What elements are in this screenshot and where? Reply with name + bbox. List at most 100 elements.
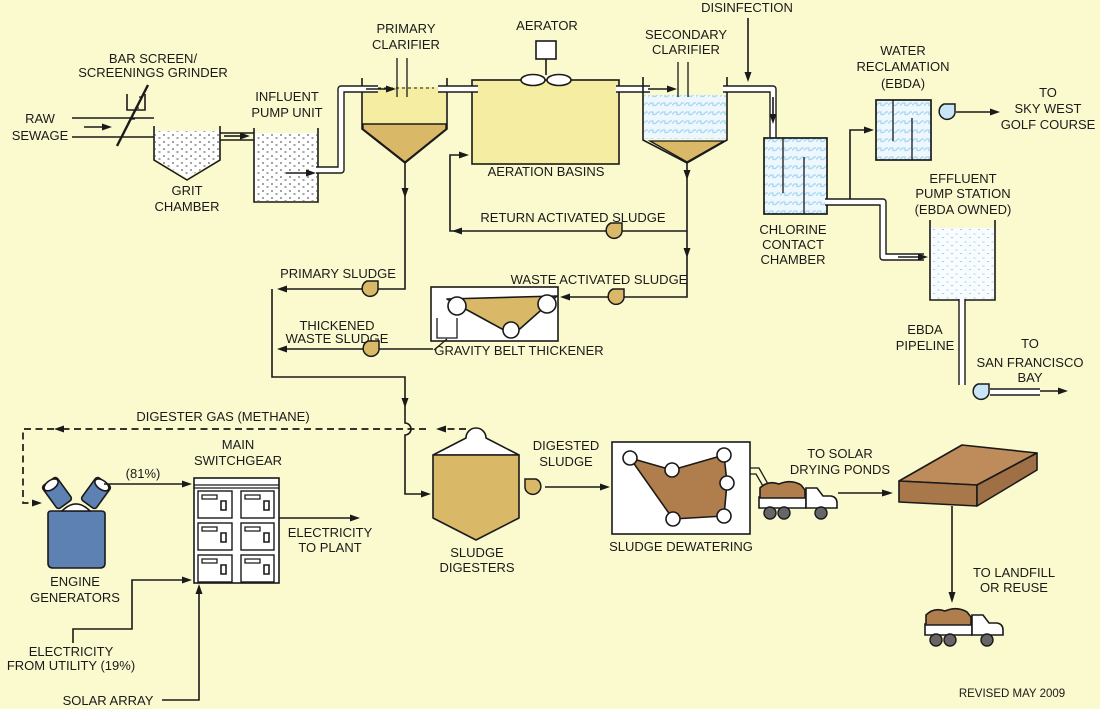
arrowhead (744, 72, 752, 82)
sf-bay-label: BAY (1017, 370, 1042, 385)
arrowhead (683, 248, 691, 258)
discharge-hopper (436, 318, 458, 339)
arrowhead (864, 126, 874, 134)
chlorine-contact-label: CONTACT (762, 237, 824, 252)
golf-course-label: SKY WEST (1015, 101, 1082, 116)
primary-sludge-label: PRIMARY SLUDGE (280, 266, 396, 281)
electricity-to-plant-label: TO PLANT (298, 540, 361, 555)
discharge-chute (750, 467, 769, 487)
arrowhead (386, 85, 396, 93)
raw-sewage-label: RAW (25, 111, 56, 126)
pump-icon (972, 383, 990, 401)
roller-icon (716, 447, 732, 463)
sludge-digesters-label: DIGESTERS (439, 560, 514, 575)
primary-clarifier: PRIMARY CLARIFIER (361, 21, 448, 165)
electricity-to-plant-label: ELECTRICITY (288, 525, 373, 540)
sludge-collector-line (271, 289, 431, 498)
bar-screen-rake-icon (115, 84, 150, 147)
arrowhead (195, 584, 203, 594)
arrowhead (1058, 387, 1068, 395)
aerator-label: AERATOR (516, 18, 578, 33)
digested-sludge-label: DIGESTED (533, 438, 599, 453)
arrowhead (436, 425, 446, 433)
baffles (892, 100, 913, 160)
influent-pipe (316, 85, 396, 174)
disinfection-label: DISINFECTION (701, 0, 793, 15)
grit-chamber-contents (155, 131, 219, 178)
inlet-standpipes (396, 58, 408, 97)
roller-icon (502, 321, 520, 339)
main-switchgear-label: SWITCHGEAR (194, 453, 282, 468)
return-activated-sludge-line: RETURN ACTIVATED SLUDGE (449, 151, 687, 240)
arrowhead (882, 489, 893, 497)
digester-gas-label: DIGESTER GAS (METHANE) (136, 409, 309, 424)
ebda-pipeline-label: EBDA (907, 322, 943, 337)
solar-array-line: SOLAR ARRAY (63, 584, 203, 708)
arrowhead (306, 169, 316, 177)
solar-drying-ponds: TO LANDFILL OR REUSE (898, 444, 1055, 603)
water-reclamation-tank (875, 99, 932, 161)
generator-cylinder-icon (41, 476, 73, 510)
pump-icon (361, 280, 379, 298)
raw-sewage-label: SEWAGE (12, 128, 69, 143)
utility-power-line: ELECTRICITY FROM UTILITY (19%) (7, 576, 192, 673)
bar-screen: BAR SCREEN/ SCREENINGS GRINDER (78, 51, 228, 147)
secondary-clarifier-label: CLARIFIER (652, 42, 720, 57)
digester-body (432, 454, 520, 541)
engine-generators: ENGINE GENERATORS (30, 476, 120, 605)
ponds-slab-side (976, 452, 1038, 507)
arrowhead (102, 123, 112, 131)
generator-share-label: (81%) (126, 466, 161, 481)
primary-clarifier-liquid (363, 87, 446, 124)
ebda-pipeline-label: PIPELINE (896, 338, 955, 353)
generator-cylinder-icon (80, 476, 112, 510)
switchgear-panels (197, 490, 275, 583)
raw-sewage-inlet: RAW SEWAGE (12, 111, 154, 143)
arrowhead (769, 114, 777, 124)
roller-icon (719, 475, 735, 491)
sf-bay-label: SAN FRANCISCO (977, 355, 1084, 370)
arrowhead (32, 499, 42, 507)
chlorine-contact-chamber: CHLORINE CONTACT CHAMBER (759, 137, 828, 267)
thickener-belt (446, 295, 558, 336)
thickened-waste-sludge-label: THICKENED (299, 318, 374, 333)
gravity-belt-thickener-label: GRAVITY BELT THICKENER (434, 343, 603, 358)
arrowhead (182, 480, 192, 488)
secondary-clarifier: SECONDARY CLARIFIER (642, 27, 728, 164)
roller-icon (537, 294, 557, 314)
arrowhead (667, 85, 677, 93)
influent-pump-unit: INFLUENT PUMP UNIT (251, 89, 323, 203)
panel-switch (220, 500, 270, 575)
arrowhead (683, 170, 691, 180)
arrowhead (560, 293, 570, 301)
chlorine-contact-tank (763, 137, 828, 215)
gravity-belt-thickener: GRAVITY BELT THICKENER (430, 286, 604, 358)
arrowhead (350, 514, 360, 522)
secondary-underflow-lines: WASTE ACTIVATED SLUDGE (511, 163, 691, 306)
disinfection-feed: DISINFECTION (701, 0, 793, 82)
water-reclamation: WATER RECLAMATION (EBDA) TO SKY WEST GOL… (857, 43, 1096, 161)
secondary-clarifier-liquid (644, 95, 726, 139)
digester-gas-line: DIGESTER GAS (METHANE) (22, 409, 466, 507)
effluent-pump-station-label: (EBDA OWNED) (915, 202, 1012, 217)
main-switchgear-label: MAIN (222, 437, 255, 452)
influent-pump-unit-tank (253, 128, 319, 203)
arrowhead (452, 227, 462, 235)
pump-icon (362, 340, 380, 358)
chlorine-contact-label: CHLORINE (759, 222, 827, 237)
grinder-bracket-icon (126, 94, 146, 111)
bar-screen-label: SCREENINGS GRINDER (78, 65, 228, 80)
arrowhead (600, 483, 610, 491)
sludge-digesters-label: SLUDGE (450, 545, 504, 560)
ebda-outfall: EBDA PIPELINE TO SAN FRANCISCO BAY (896, 299, 1084, 401)
generator-body (47, 510, 106, 569)
ponds-slab-front (898, 480, 978, 507)
digested-sludge-label: SLUDGE (539, 454, 593, 469)
baffles (782, 138, 805, 214)
effluent-pump-station-contents (931, 228, 994, 299)
electricity-from-utility-label: FROM UTILITY (19%) (7, 658, 135, 673)
grit-chamber-label: CHAMBER (154, 199, 219, 214)
arrowhead (54, 425, 64, 433)
